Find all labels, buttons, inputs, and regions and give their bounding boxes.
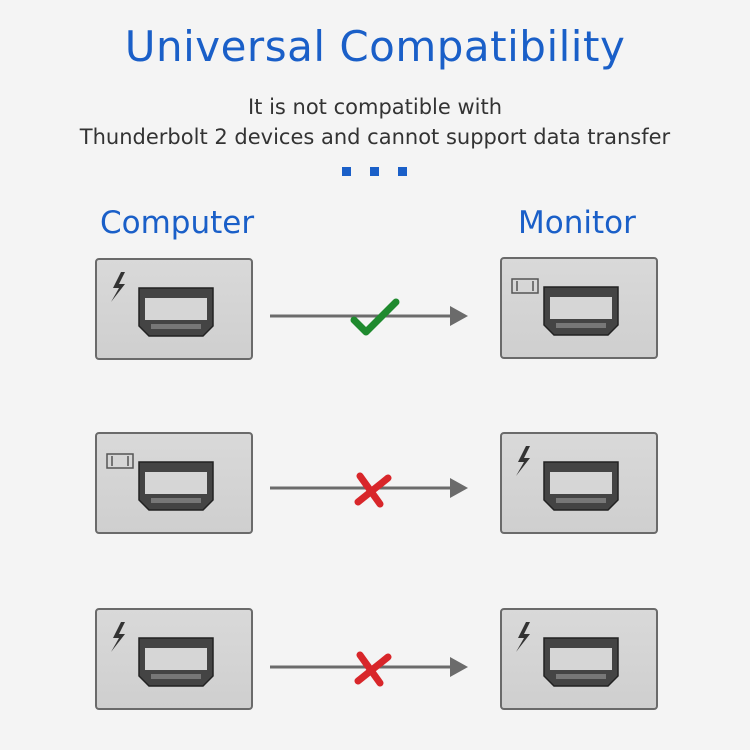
- divider-dots: [342, 167, 412, 177]
- displayport-icon: [106, 453, 134, 469]
- monitor-port-1: [500, 257, 658, 359]
- thunderbolt-port: [111, 622, 214, 687]
- displayport-port: [106, 453, 214, 511]
- subtitle-line-1: It is not compatible with: [247, 95, 503, 119]
- displayport-icon: [511, 278, 539, 294]
- dot: [370, 167, 379, 176]
- page-title: Universal Compatibility: [124, 22, 626, 71]
- thunderbolt-port: [516, 622, 619, 687]
- dot: [342, 167, 351, 176]
- arrow-3: [270, 651, 468, 687]
- subtitle-line-2: Thunderbolt 2 devices and cannot support…: [79, 125, 671, 149]
- displayport-port: [511, 278, 619, 336]
- thunderbolt-icon: [516, 446, 530, 476]
- computer-heading: Computer: [100, 205, 255, 241]
- thunderbolt-icon: [111, 272, 125, 302]
- thunderbolt-icon: [111, 622, 125, 652]
- thunderbolt-icon: [516, 622, 530, 652]
- cross-icon: [354, 651, 392, 687]
- cross-icon: [354, 472, 392, 508]
- subtitle: It is not compatible with Thunderbolt 2 …: [0, 92, 750, 152]
- monitor-port-3: [500, 608, 658, 710]
- computer-port-2: [95, 432, 253, 534]
- monitor-heading: Monitor: [518, 205, 636, 241]
- monitor-port-2: [500, 432, 658, 534]
- thunderbolt-port: [516, 446, 619, 511]
- computer-port-3: [95, 608, 253, 710]
- thunderbolt-port: [111, 272, 214, 337]
- arrow-2: [270, 472, 468, 508]
- computer-port-1: [95, 258, 253, 360]
- dot: [398, 167, 407, 176]
- check-icon: [350, 298, 400, 336]
- arrow-1: [270, 298, 468, 336]
